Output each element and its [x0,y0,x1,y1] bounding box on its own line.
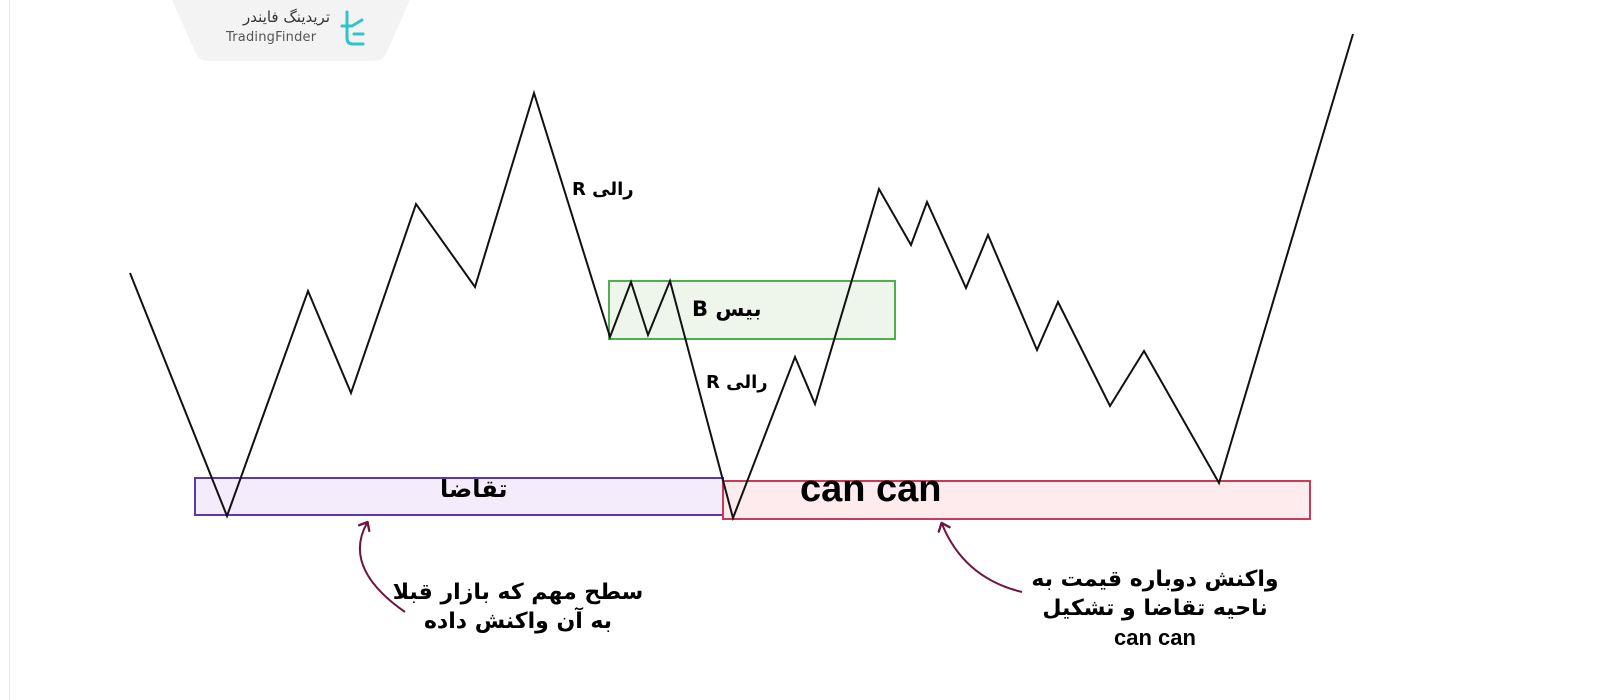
demand-zone-label: تقاضا [440,475,508,503]
right-annotation: واکنش دوباره قیمت به ناحیه تقاضا و تشکیل… [1010,565,1300,652]
tradingfinder-logo-icon [340,10,365,46]
frame-edge [9,0,10,700]
logo-text-farsi: تریدینگ فایندر [243,8,330,26]
base-zone [608,280,896,340]
left-annotation-line-1: سطح مهم که بازار قبلا [392,580,644,605]
left-annotation: سطح مهم که بازار قبلا به آن واکنش داده [392,578,644,636]
price-path [129,33,1354,522]
left-note-arrow [357,520,406,613]
can-can-label: can can [800,468,942,510]
logo-tab-shape [172,0,410,61]
can-can-zone [722,480,1311,520]
left-annotation-line-2: به آن واکنش داده [423,609,613,634]
rally-label-upper: رالی R [572,179,634,200]
right-note-arrow [937,521,1023,593]
rally-label-lower: رالی R [706,372,768,393]
right-annotation-line-3: can can [1114,625,1196,650]
logo-text-english: TradingFinder [226,30,317,45]
right-annotation-line-2: ناحیه تقاضا و تشکیل [1042,596,1268,621]
base-label: بیس B [692,297,762,321]
right-annotation-line-1: واکنش دوباره قیمت به [1031,567,1279,592]
